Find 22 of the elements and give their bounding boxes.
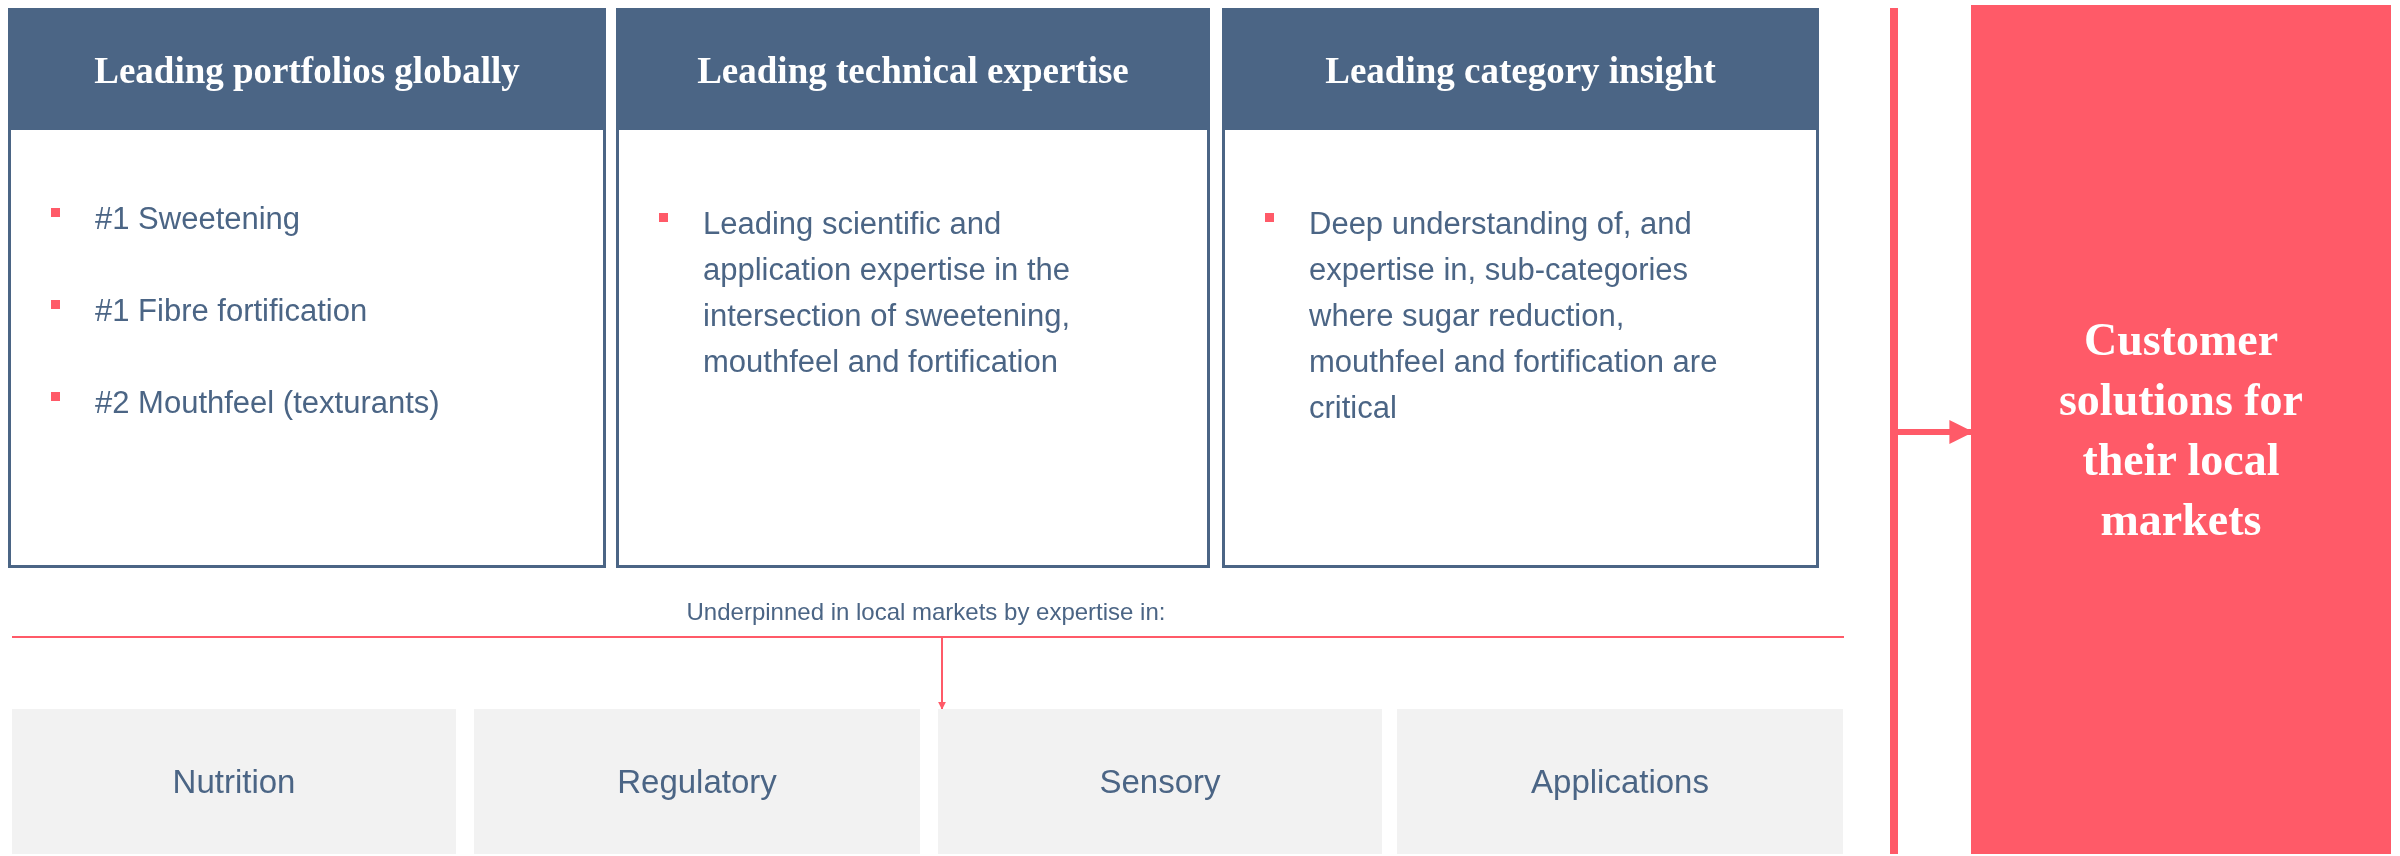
card-header: Leading portfolios globally: [11, 11, 603, 130]
box-label: Applications: [1531, 762, 1709, 801]
vertical-bar: [1890, 8, 1898, 854]
card-header: Leading technical expertise: [619, 11, 1207, 130]
box-label: Nutrition: [172, 762, 296, 801]
arrow: [938, 637, 946, 710]
bullet-text: Deep understanding of, and expertise in, sub-categories where sugar reduction, mouthfeel and fortification are critical: [1309, 205, 1719, 427]
content-card: [1222, 8, 1819, 568]
bullet-text: #1 Sweetening: [95, 200, 302, 238]
divider-line: [12, 636, 1844, 638]
caption-text: Underpinned in local markets by expertise in:: [686, 598, 1166, 626]
content-card: [616, 8, 1210, 568]
card-header: Leading category insight: [1225, 11, 1816, 130]
box-label: Customer solutions for their local markets: [2057, 312, 2305, 547]
box-label: Regulatory: [617, 762, 777, 801]
content-card: [8, 8, 606, 568]
outcome-box: [1971, 5, 2391, 854]
bullet-text: #1 Fibre fortification: [95, 292, 369, 330]
box-label: Sensory: [1099, 762, 1221, 801]
bullet-text: Leading scientific and application expertise in the intersection of sweetening, mouthfeel and fortification: [703, 205, 1072, 381]
expertise-box: [938, 709, 1382, 854]
bullet-text: #2 Mouthfeel (texturants): [95, 384, 441, 422]
